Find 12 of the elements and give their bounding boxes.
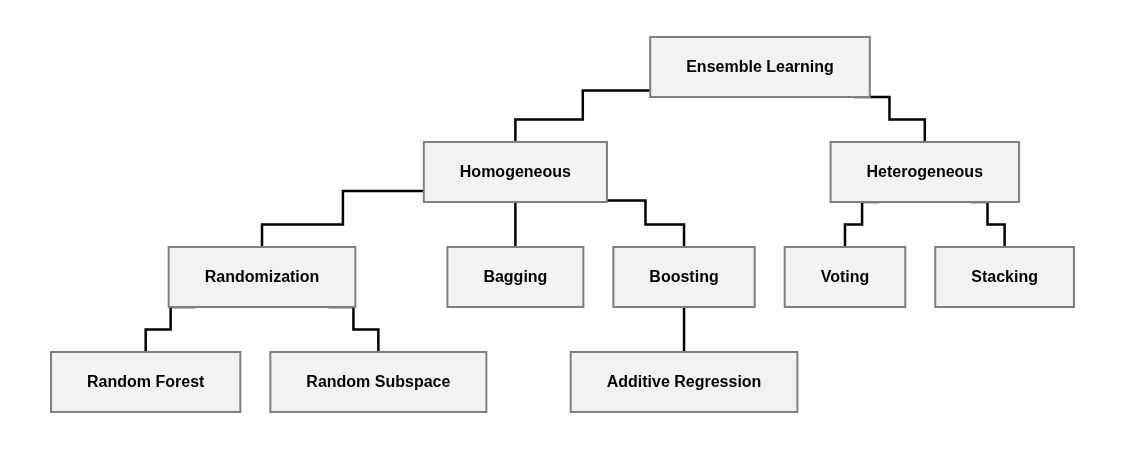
node-box: Stacking [934, 246, 1075, 308]
node-box: Additive Regression [569, 351, 799, 413]
node-box: Ensemble Learning [649, 36, 871, 98]
node-box: Bagging [446, 246, 585, 308]
node-box: Boosting [612, 246, 756, 308]
node-box: Random Subspace [269, 351, 488, 413]
node-box: Voting [783, 246, 907, 308]
node-box: Homogeneous [422, 141, 608, 203]
node-box: Randomization [167, 246, 357, 308]
node-box: Heterogeneous [829, 141, 1021, 203]
connector [514, 89, 651, 144]
node-box: Random Forest [50, 351, 242, 413]
